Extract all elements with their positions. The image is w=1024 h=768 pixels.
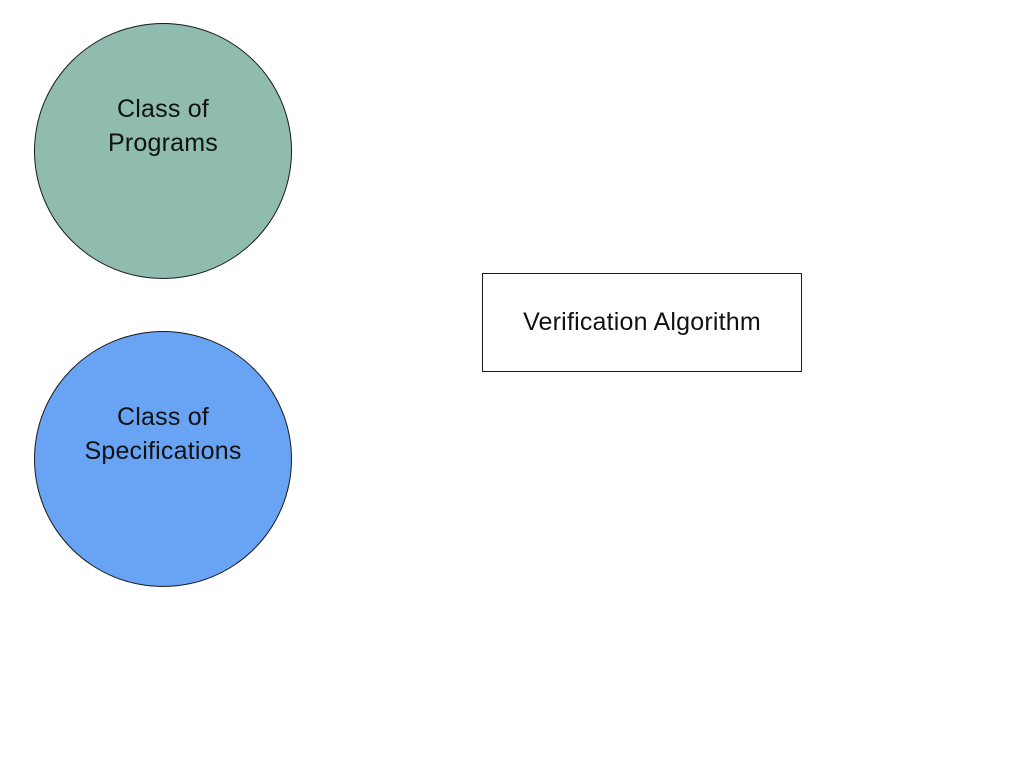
class-of-programs-label: Class of Programs bbox=[35, 92, 291, 160]
class-of-programs-node: Class of Programs bbox=[34, 23, 292, 279]
programs-label-line1: Class of bbox=[117, 95, 209, 123]
class-of-specifications-label: Class of Specifications bbox=[35, 400, 291, 468]
verification-algorithm-label: Verification Algorithm bbox=[523, 308, 761, 336]
class-of-specifications-node: Class of Specifications bbox=[34, 331, 292, 587]
verification-algorithm-box: Verification Algorithm bbox=[482, 273, 802, 372]
programs-label-line2: Programs bbox=[108, 129, 218, 157]
specifications-label-line2: Specifications bbox=[84, 437, 242, 465]
specifications-label-line1: Class of bbox=[117, 403, 209, 431]
